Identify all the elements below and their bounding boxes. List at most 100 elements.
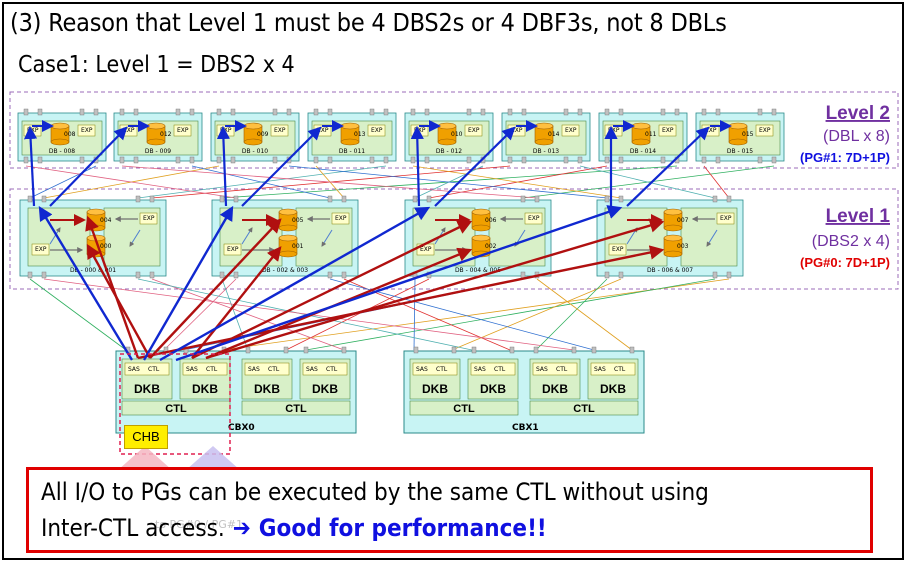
port	[175, 108, 181, 116]
port	[701, 156, 707, 164]
drive-label: 003	[677, 243, 689, 250]
port	[135, 195, 141, 203]
port	[135, 271, 141, 279]
port	[563, 156, 569, 164]
cbx1-label: CBX1	[512, 423, 539, 433]
drive-label: 008	[64, 131, 76, 138]
port	[272, 156, 278, 164]
port	[216, 108, 222, 116]
ctl-small-label: CTL	[206, 366, 218, 373]
ctl-bar	[529, 400, 639, 416]
internal-arrow	[321, 229, 333, 247]
port	[41, 195, 47, 203]
level2-drive: 012	[146, 122, 172, 146]
cable	[451, 278, 622, 351]
port	[23, 156, 29, 164]
enclosure-label: DB - 000 & 001	[70, 267, 116, 274]
right-arrow-icon: ➔	[232, 514, 251, 542]
blue-io-arrow	[23, 125, 38, 207]
sas-ctl-box	[412, 362, 458, 376]
exp-label: EXP	[220, 127, 232, 134]
cable	[285, 278, 430, 351]
port	[521, 108, 527, 116]
exp-label: EXP	[420, 246, 432, 253]
port	[521, 156, 527, 164]
port	[341, 346, 347, 354]
port	[712, 195, 718, 203]
cable	[25, 165, 237, 199]
level1-drive: 002	[471, 234, 497, 258]
cable	[137, 278, 473, 351]
ctl-label: CTL	[165, 403, 187, 415]
drive-label: 004	[100, 217, 112, 224]
dkb-label: DKB	[312, 382, 338, 396]
port	[313, 108, 319, 116]
port	[219, 271, 225, 279]
port	[189, 156, 195, 164]
port	[629, 346, 635, 354]
red-io-arrow	[191, 246, 282, 359]
exp-label: EXP	[227, 246, 239, 253]
exp-label: EXP	[317, 127, 329, 134]
level2-drive: 008	[50, 122, 76, 146]
cable	[413, 278, 416, 351]
port	[383, 156, 389, 164]
exp-label: EXP	[608, 127, 620, 134]
port	[618, 271, 624, 279]
port	[327, 271, 333, 279]
port	[466, 108, 472, 116]
port	[604, 271, 610, 279]
ctl-small-label: CTL	[148, 366, 160, 373]
blue-io-arrow	[38, 205, 134, 361]
enclosure-label: DB - 008	[49, 148, 75, 155]
port	[341, 271, 347, 279]
port	[383, 108, 389, 116]
port	[245, 346, 251, 354]
exp-box	[223, 243, 242, 256]
port	[726, 195, 732, 203]
ctl-bar	[409, 400, 519, 416]
dkb-label: DKB	[134, 382, 160, 396]
port	[23, 108, 29, 116]
dkb-label: DKB	[480, 382, 506, 396]
port	[413, 346, 419, 354]
port	[520, 271, 526, 279]
sas-label: SAS	[536, 366, 548, 373]
drive-label: 001	[292, 243, 304, 250]
conclusion-line2-text: Inter-CTL access.	[41, 514, 225, 542]
cable	[329, 278, 595, 351]
port	[771, 108, 777, 116]
cable	[305, 278, 716, 351]
exp-label: EXP	[705, 127, 717, 134]
port	[563, 108, 569, 116]
ctl-small-label: CTL	[326, 366, 338, 373]
port	[701, 108, 707, 116]
level2-drive: 009	[243, 122, 269, 146]
dkb-label: DKB	[600, 382, 626, 396]
exp-box	[608, 243, 627, 256]
level1-desc: (DBS2 x 4)	[812, 233, 890, 250]
port	[41, 271, 47, 279]
port	[230, 156, 236, 164]
blue-io-arrow	[175, 205, 623, 362]
level1-pg: (PG#0: 7D+1P)	[800, 255, 890, 270]
cable	[29, 278, 127, 351]
exp-label: EXP	[759, 127, 771, 134]
exp-box	[331, 212, 350, 225]
exp-label: EXP	[335, 215, 347, 222]
exp-label: EXP	[511, 127, 523, 134]
ghost-caption: to PG#0 / PG#1	[155, 518, 243, 531]
enclosure-label: DB - 006 & 007	[647, 267, 693, 274]
dkb-label: DKB	[542, 382, 568, 396]
conclusion-good-text: Good for performance!!	[258, 514, 547, 542]
cbx0-label: CBX0	[228, 423, 255, 433]
cable	[221, 278, 249, 351]
internal-arrow	[706, 229, 718, 247]
port	[571, 346, 577, 354]
port	[507, 108, 513, 116]
port	[412, 195, 418, 203]
